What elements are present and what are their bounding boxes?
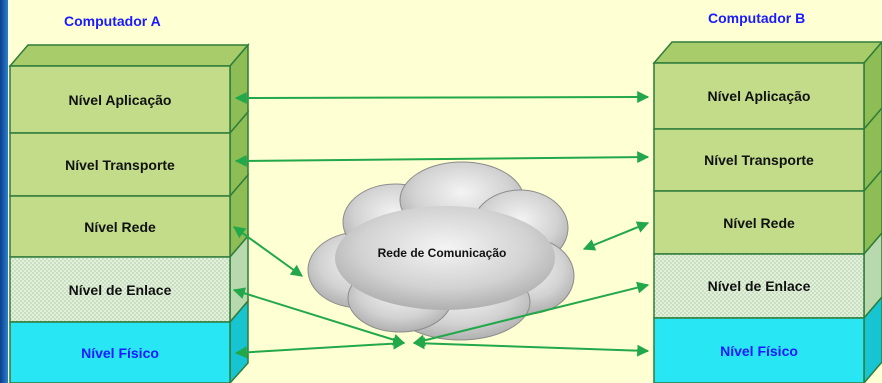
computer-b-title: Computador B [708, 10, 806, 26]
computer-b-layer-application: Nível Aplicação [707, 88, 811, 104]
arrow-physical-b [412, 337, 650, 357]
communication-network-label: Rede de Comunicação [377, 246, 507, 260]
computer-a-layer-application: Nível Aplicação [68, 91, 172, 108]
arrow-link-a [232, 287, 406, 346]
arrow-application [234, 91, 650, 104]
computer-b-layer-transport: Nível Transporte [704, 152, 814, 168]
computer-a-layer-transport: Nível Transporte [65, 156, 175, 173]
arrow-physical-a [234, 337, 406, 359]
computer-a-layer-network: Nível Rede [84, 218, 156, 235]
computer-b-layer-link: Nível de Enlace [707, 278, 811, 294]
arrow-network-b-cloud [582, 221, 650, 251]
arrow-link-b [412, 281, 650, 347]
computer-a-layer-physical: Nível Físico [81, 344, 159, 361]
arrow-transport [234, 151, 650, 167]
computer-a-layer-link: Nível de Enlace [68, 281, 172, 298]
slide-left-band [0, 0, 8, 383]
computer-a-title: Computador A [64, 13, 161, 29]
computer-a-stack [8, 42, 250, 383]
computer-b-stack [652, 40, 882, 383]
connection-arrows [232, 91, 650, 359]
arrow-network-a-cloud [233, 226, 303, 277]
computer-b-layer-network: Nível Rede [723, 214, 795, 231]
computer-b-layer-physical: Nível Físico [720, 342, 798, 359]
